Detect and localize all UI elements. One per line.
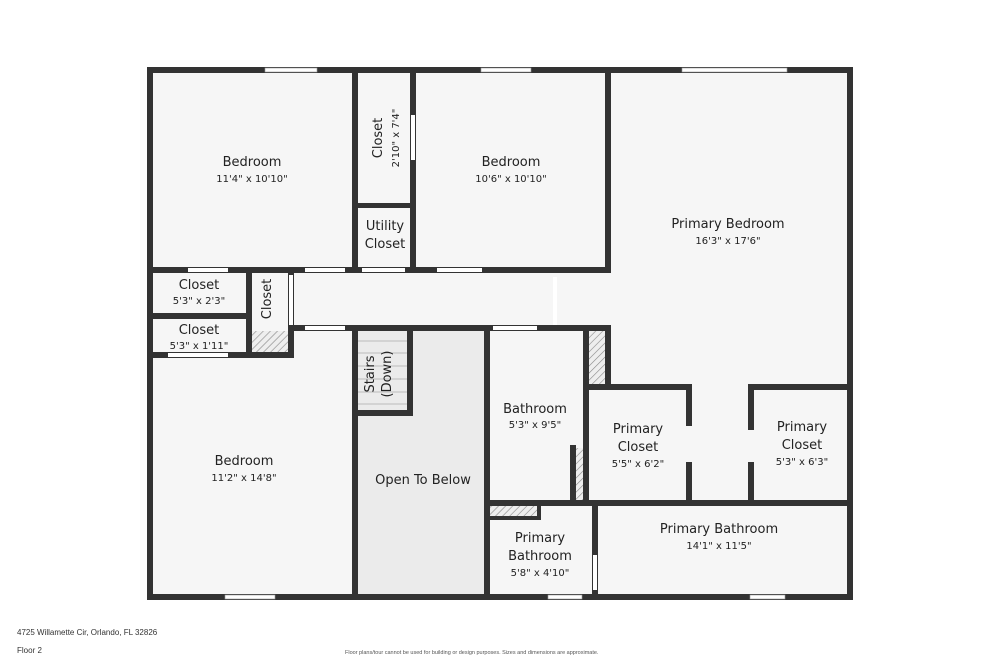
closet-d-dim: 5'3" x 1'11" <box>170 341 229 352</box>
bedroom3-dim: 11'2" x 14'8" <box>211 473 276 484</box>
openings <box>168 67 788 600</box>
open-below-label: Open To Below <box>375 473 471 488</box>
bathroom-label: Bathroom <box>503 402 567 417</box>
bedroom1-dim: 11'4" x 10'10" <box>216 174 288 185</box>
bedroom2-label: Bedroom <box>482 155 541 170</box>
utility-label-1: Utility <box>366 219 405 234</box>
floor-text: Floor 2 <box>17 646 42 655</box>
closet-a-dim: 2'10" x 7'4" <box>391 109 402 168</box>
primary-closet2-label-1: Primary <box>777 420 828 435</box>
disclaimer-text: Floor plans/tour cannot be used for buil… <box>345 650 599 656</box>
bedroom3-label: Bedroom <box>215 454 274 469</box>
bedroom1-label: Bedroom <box>223 155 282 170</box>
open-to-below-area <box>358 331 485 599</box>
stairs-label-2: (Down) <box>380 351 395 398</box>
closet-d-label: Closet <box>179 323 220 338</box>
primary-bedroom-dim: 16'3" x 17'6" <box>695 236 760 247</box>
primary-bath-dim: 14'1" x 11'5" <box>686 541 751 552</box>
primary-closet2-label-2: Closet <box>782 438 823 453</box>
closet-c-label: Closet <box>260 279 275 320</box>
closet-b-dim: 5'3" x 2'3" <box>173 296 225 307</box>
primary-closet1-label-2: Closet <box>618 440 659 455</box>
bathroom-dim: 5'3" x 9'5" <box>509 420 561 431</box>
closet-b-label: Closet <box>179 278 220 293</box>
hatched-areas <box>252 331 605 516</box>
primary-bedroom-label: Primary Bedroom <box>671 217 784 232</box>
primary-bath-label: Primary Bathroom <box>660 522 778 537</box>
primary-closet1-label-1: Primary <box>613 422 664 437</box>
address-text: 4725 Willamette Cir, Orlando, FL 32826 <box>17 628 158 637</box>
primary-bath-small-dim: 5'8" x 4'10" <box>511 568 570 579</box>
bedroom2-dim: 10'6" x 10'10" <box>475 174 547 185</box>
primary-bath-small-label-2: Bathroom <box>508 549 572 564</box>
primary-closet2-dim: 5'3" x 6'3" <box>776 457 828 468</box>
primary-bath-small-label-1: Primary <box>515 531 566 546</box>
stairs-treads <box>358 340 407 405</box>
closet-a-label: Closet <box>371 118 386 159</box>
primary-closet1-dim: 5'5" x 6'2" <box>612 459 664 470</box>
utility-label-2: Closet <box>365 237 406 252</box>
stairs-label-1: Stairs <box>363 355 378 392</box>
